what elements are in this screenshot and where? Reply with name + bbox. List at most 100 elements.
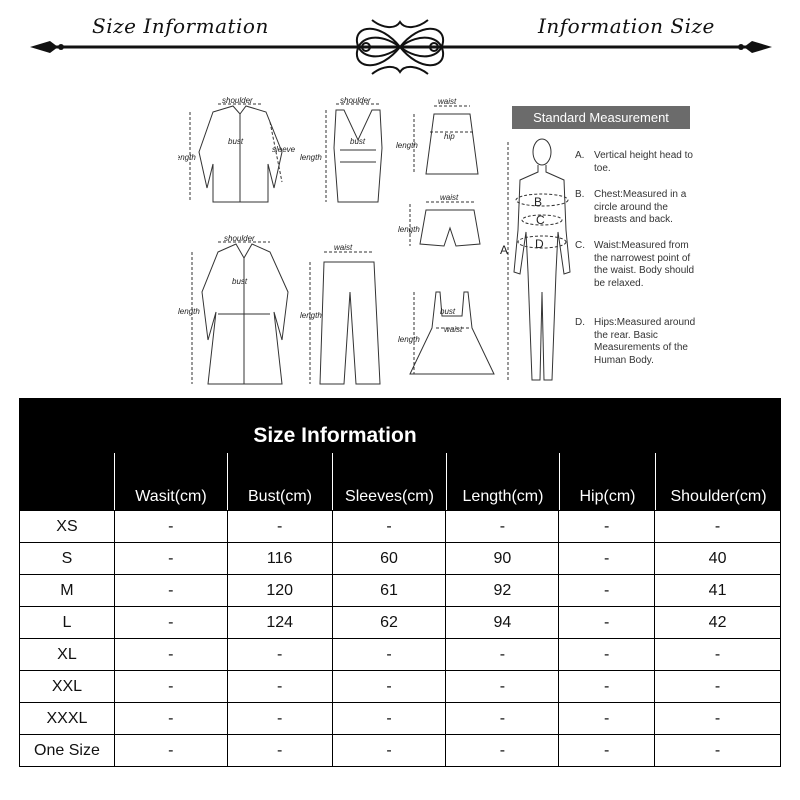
table-cell: 41 xyxy=(654,574,781,607)
table-cell: - xyxy=(558,510,656,543)
skirt-diagram xyxy=(413,105,479,175)
table-row: XXXL------ xyxy=(19,702,781,735)
size-label-cell: L xyxy=(19,606,115,639)
shoulder-label: shoulder xyxy=(224,234,255,243)
table-cell: - xyxy=(558,670,656,703)
banner-right-text: Information Size xyxy=(538,14,715,38)
table-cell: - xyxy=(113,638,228,671)
table-cell: - xyxy=(654,638,781,671)
waist-label: waist xyxy=(444,325,463,334)
measurement-note-d: D. Hips:Measured around the rear. Basic … xyxy=(575,317,696,366)
size-label-cell: S xyxy=(19,542,115,575)
shoulder-label: shoulder xyxy=(222,96,253,105)
table-cell: - xyxy=(331,702,447,735)
body-letter-c: C xyxy=(536,213,545,227)
length-label: length xyxy=(396,141,418,150)
table-cell: 124 xyxy=(226,606,333,639)
table-cell: - xyxy=(331,510,447,543)
dress-diagram xyxy=(409,291,495,375)
header-divider xyxy=(332,453,333,510)
tank-top-diagram xyxy=(325,103,383,203)
size-label-cell: One Size xyxy=(19,734,115,767)
shoulder-label: shoulder xyxy=(340,96,371,105)
body-letter-a: A xyxy=(500,243,508,257)
length-label: length xyxy=(300,311,322,320)
length-label: length xyxy=(178,307,200,316)
table-cell: - xyxy=(113,542,228,575)
table-cell: - xyxy=(558,542,656,575)
column-header-shoulder: Shoulder(cm) xyxy=(656,453,781,510)
table-cell: - xyxy=(558,638,656,671)
table-row: XXL------ xyxy=(19,670,781,703)
bust-label: bust xyxy=(232,277,248,286)
table-cell: 42 xyxy=(654,606,781,639)
table-row: XL------ xyxy=(19,638,781,671)
table-cell: - xyxy=(113,734,228,767)
table-cell: - xyxy=(654,670,781,703)
ornament-rod-graphic xyxy=(30,19,772,75)
header-divider xyxy=(655,453,656,510)
length-label: length xyxy=(398,225,420,234)
column-header-bust: Bust(cm) xyxy=(228,453,332,510)
header-divider xyxy=(559,453,560,510)
column-header-length: Length(cm) xyxy=(447,453,559,510)
pants-diagram xyxy=(309,251,381,385)
header-divider xyxy=(114,453,115,510)
table-cell: - xyxy=(226,510,333,543)
table-cell: - xyxy=(331,638,447,671)
size-table: Size Information Wasit(cm) Bust(cm) Slee… xyxy=(19,398,781,767)
size-table-title: Size Information xyxy=(253,424,417,447)
table-row: XS------ xyxy=(19,510,781,543)
standard-measurement-heading: Standard Measurement xyxy=(512,106,690,129)
measurement-note-a: A. Vertical height head to toe. xyxy=(575,150,693,174)
bust-label: bust xyxy=(440,307,456,316)
size-label-cell: XS xyxy=(19,510,115,543)
table-cell: 90 xyxy=(445,542,560,575)
table-cell: 116 xyxy=(226,542,333,575)
table-cell: - xyxy=(113,670,228,703)
table-cell: - xyxy=(331,670,447,703)
table-cell: - xyxy=(558,574,656,607)
body-letter-d: D xyxy=(535,237,544,251)
table-cell: 92 xyxy=(445,574,560,607)
column-header-hip: Hip(cm) xyxy=(560,453,655,510)
waist-label: waist xyxy=(438,97,457,106)
shirt-diagram xyxy=(189,103,283,203)
header-banner: Size Information Information Size xyxy=(0,0,800,85)
size-label-cell: XXL xyxy=(19,670,115,703)
column-header-waist: Wasit(cm) xyxy=(115,453,227,510)
table-cell: - xyxy=(331,734,447,767)
table-cell: - xyxy=(113,702,228,735)
hip-label: hip xyxy=(444,132,455,141)
table-cell: - xyxy=(654,510,781,543)
table-row: One Size------ xyxy=(19,734,781,767)
coat-diagram xyxy=(191,241,289,385)
table-cell: - xyxy=(445,702,560,735)
table-cell: - xyxy=(445,670,560,703)
size-table-header: Size Information Wasit(cm) Bust(cm) Slee… xyxy=(19,398,781,510)
column-header-sleeves: Sleeves(cm) xyxy=(333,453,446,510)
table-cell: 62 xyxy=(331,606,447,639)
banner-left-text: Size Information xyxy=(92,14,269,38)
header-divider xyxy=(227,453,228,510)
waist-label: waist xyxy=(334,243,353,252)
table-cell: - xyxy=(226,702,333,735)
table-cell: 120 xyxy=(226,574,333,607)
shorts-diagram xyxy=(409,201,481,247)
bust-label: bust xyxy=(228,137,244,146)
garment-measurement-illustration: shoulder bust sleeve length shoulder bus… xyxy=(178,96,571,385)
table-cell: - xyxy=(113,510,228,543)
size-label-cell: M xyxy=(19,574,115,607)
sleeve-label: sleeve xyxy=(272,145,296,154)
table-cell: - xyxy=(654,702,781,735)
table-cell: 94 xyxy=(445,606,560,639)
table-cell: - xyxy=(226,734,333,767)
table-cell: - xyxy=(558,702,656,735)
table-cell: - xyxy=(445,638,560,671)
size-label-cell: XL xyxy=(19,638,115,671)
table-cell: - xyxy=(445,510,560,543)
size-label-cell: XXXL xyxy=(19,702,115,735)
